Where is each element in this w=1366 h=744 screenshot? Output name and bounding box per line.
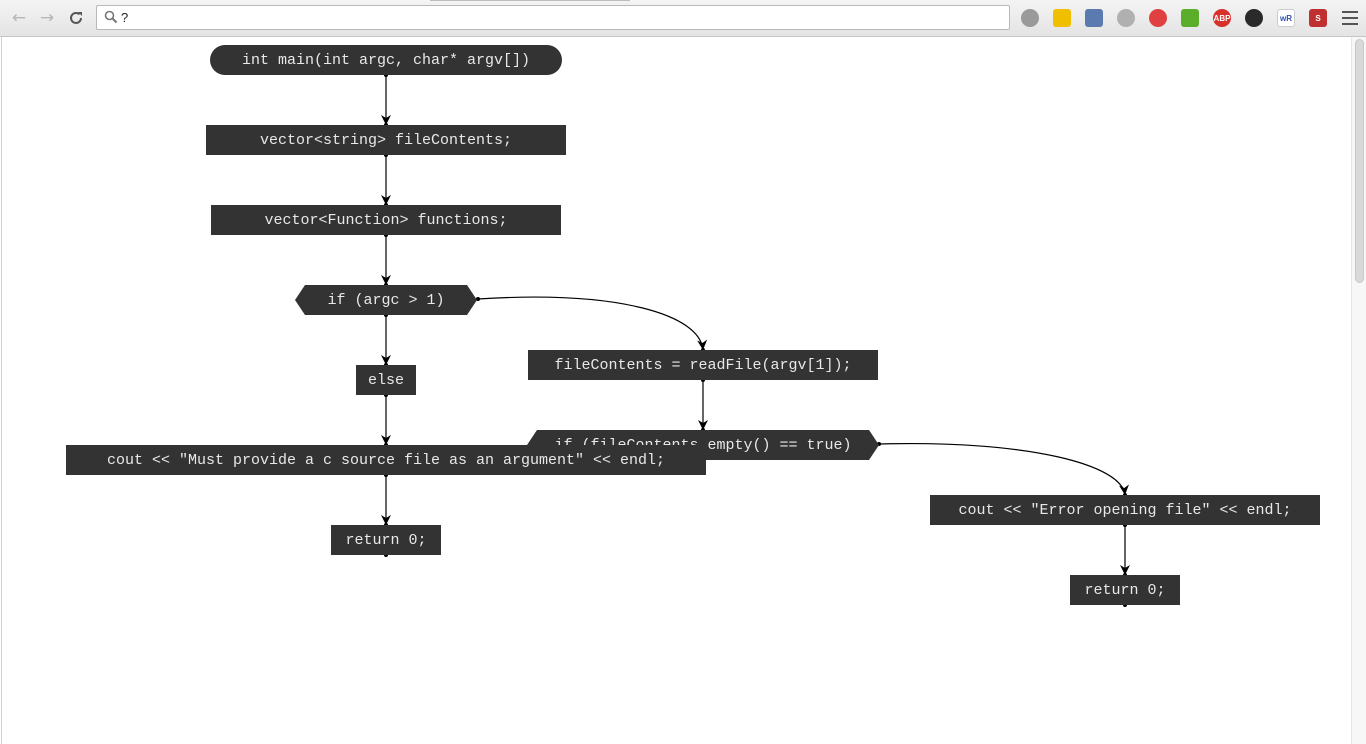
edge-if-argc-to-readfile	[477, 296, 708, 351]
node-return-right[interactable]: return 0;	[1070, 575, 1180, 605]
browser-toolbar: ← → ABP wR S	[0, 0, 1366, 37]
scrollbar-thumb[interactable]	[1355, 39, 1364, 283]
adblock-plus-extension-icon[interactable]: ABP	[1213, 9, 1231, 27]
flowchart-canvas: int main(int argc, char* argv[]) vector<…	[0, 37, 1350, 744]
window-extension-icon[interactable]	[1085, 9, 1103, 27]
forward-arrow-icon[interactable]: →	[39, 8, 55, 28]
mobile-send-extension-icon[interactable]	[1053, 9, 1071, 27]
node-declare-functions[interactable]: vector<Function> functions;	[211, 205, 561, 235]
word-reference-extension-label: wR	[1280, 13, 1292, 23]
chrome-menu-icon[interactable]	[1342, 10, 1358, 26]
edge-if-empty-to-cout-error	[878, 442, 1129, 496]
s-logo-extension-icon[interactable]: S	[1309, 9, 1327, 27]
back-arrow-icon[interactable]: ←	[11, 8, 27, 28]
color-wheel-extension-icon[interactable]	[1149, 9, 1167, 27]
adblock-plus-extension-label: ABP	[1213, 13, 1231, 23]
vertical-scrollbar[interactable]	[1351, 37, 1366, 744]
page-edge	[1, 37, 2, 744]
camera-lens-extension-icon[interactable]	[1245, 9, 1263, 27]
reload-icon[interactable]	[65, 8, 87, 28]
node-cout-error[interactable]: cout << "Error opening file" << endl;	[930, 495, 1320, 525]
node-read-file[interactable]: fileContents = readFile(argv[1]);	[528, 350, 878, 380]
printer-extension-icon[interactable]	[1181, 9, 1199, 27]
word-reference-extension-icon[interactable]: wR	[1277, 9, 1295, 27]
address-bar[interactable]	[96, 5, 1010, 30]
node-if-argc[interactable]: if (argc > 1)	[295, 285, 477, 315]
address-input[interactable]	[121, 8, 981, 27]
search-icon	[104, 10, 118, 24]
magnifier-extension-icon[interactable]	[1021, 9, 1039, 27]
flowchart-edges	[381, 73, 1130, 607]
node-main-function[interactable]: int main(int argc, char* argv[])	[210, 45, 562, 75]
node-else[interactable]: else	[356, 365, 416, 395]
tab-edge	[430, 0, 630, 1]
node-declare-filecontents[interactable]: vector<string> fileContents;	[206, 125, 566, 155]
gear-extension-icon[interactable]	[1117, 9, 1135, 27]
node-cout-must-provide[interactable]: cout << "Must provide a c source file as…	[66, 445, 706, 475]
s-logo-extension-label: S	[1315, 13, 1321, 23]
node-return-left[interactable]: return 0;	[331, 525, 441, 555]
